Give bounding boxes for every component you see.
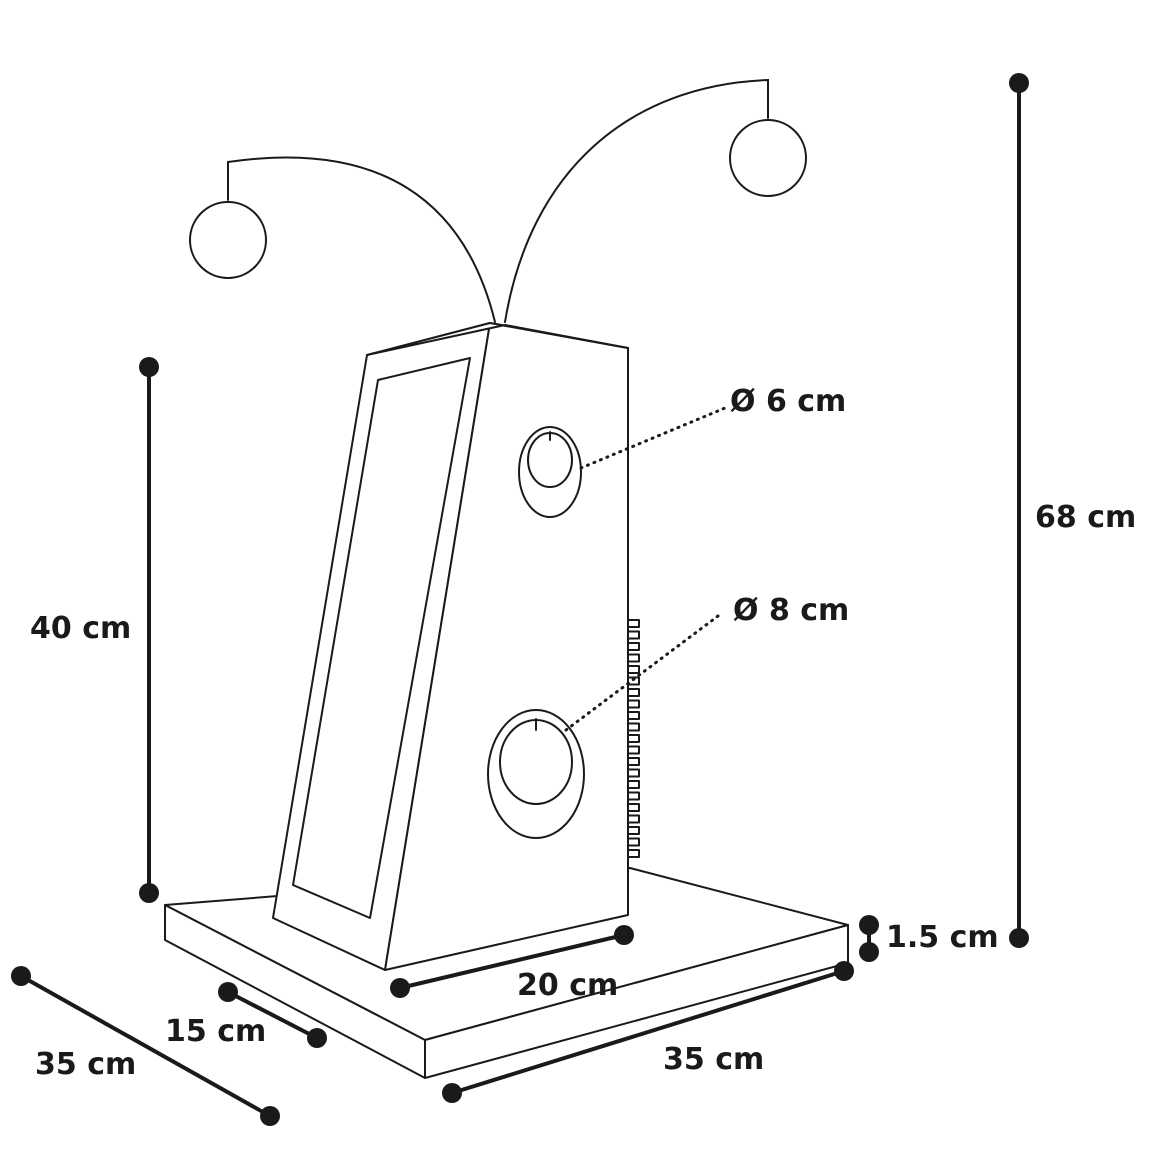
label-lower-hole-diameter: Ø 8 cm	[733, 593, 849, 628]
scratch-strip-tooth	[627, 619, 640, 628]
scratch-strip-tooth	[627, 814, 640, 824]
scratch-strip-tooth	[627, 745, 640, 755]
dim-base-depth-right-dot	[260, 1106, 280, 1126]
scratch-strip-tooth	[627, 803, 640, 812]
label-body-height: 40 cm	[30, 611, 131, 646]
scratch-strip-tooth	[627, 699, 640, 709]
dim-total-height-bottom-dot	[1009, 928, 1029, 948]
scratch-strip-tooth	[627, 791, 640, 801]
scratch-strip	[627, 619, 640, 858]
spring-toys	[189, 78, 807, 323]
dim-body-depth-left-dot	[218, 982, 238, 1002]
dim-body-width-right-dot	[614, 925, 634, 945]
dim-base-depth	[11, 966, 280, 1126]
scratch-strip-tooth	[627, 642, 640, 651]
label-total-height: 68 cm	[1035, 500, 1136, 535]
dim-base-width-left-dot	[442, 1083, 462, 1103]
dim-base-thickness	[859, 915, 879, 962]
scratch-strip-tooth	[627, 665, 640, 674]
dim-body-width-left-dot	[390, 978, 410, 998]
dim-body-height-top-dot	[139, 357, 159, 377]
scratch-strip-tooth	[627, 630, 640, 640]
scratch-strip-tooth	[627, 849, 640, 858]
scratch-strip-tooth	[627, 757, 640, 766]
scratch-strip-tooth	[627, 688, 640, 697]
tower-body	[272, 322, 629, 971]
scratch-strip-tooth	[627, 837, 640, 847]
scratch-strip-tooth	[627, 826, 640, 835]
label-body-width: 20 cm	[517, 968, 618, 1003]
dim-base-thickness-top-dot	[859, 915, 879, 935]
scratch-strip-tooth	[627, 653, 640, 663]
scratch-strip-tooth	[627, 780, 640, 789]
dim-total-height	[1009, 73, 1029, 948]
dim-body-depth	[218, 982, 327, 1048]
lower-hole	[487, 709, 585, 839]
dim-body-height-bottom-dot	[139, 883, 159, 903]
label-base-thickness: 1.5 cm	[886, 920, 999, 955]
dim-total-height-top-dot	[1009, 73, 1029, 93]
tower-top-face	[366, 322, 629, 356]
dim-base-depth-left-dot	[11, 966, 31, 986]
dim-body-depth-right-dot	[307, 1028, 327, 1048]
scratch-strip-tooth	[627, 768, 640, 778]
scratch-strip-tooth	[627, 722, 640, 732]
left-spring-wire	[227, 156, 496, 323]
label-upper-hole-diameter: Ø 6 cm	[730, 384, 846, 419]
left-ball-toy	[189, 201, 267, 279]
front-recess-panel	[292, 357, 471, 919]
right-spring-wire	[504, 78, 769, 323]
upper-hole-ball	[527, 432, 573, 488]
upper-hole	[518, 426, 582, 518]
dim-body-height	[139, 357, 159, 903]
dim-base-width	[442, 961, 854, 1103]
scratch-strip-tooth	[627, 711, 640, 720]
lower-hole-ball	[499, 719, 573, 805]
dim-body-width	[390, 925, 634, 998]
right-ball-toy	[729, 119, 807, 197]
scratch-strip-tooth	[627, 734, 640, 743]
dim-base-thickness-bottom-dot	[859, 942, 879, 962]
label-base-width: 35 cm	[663, 1042, 764, 1077]
label-base-depth: 35 cm	[35, 1047, 136, 1082]
upper-hole-leader	[579, 406, 727, 470]
dim-base-width-right-dot	[834, 961, 854, 981]
label-body-depth: 15 cm	[165, 1014, 266, 1049]
